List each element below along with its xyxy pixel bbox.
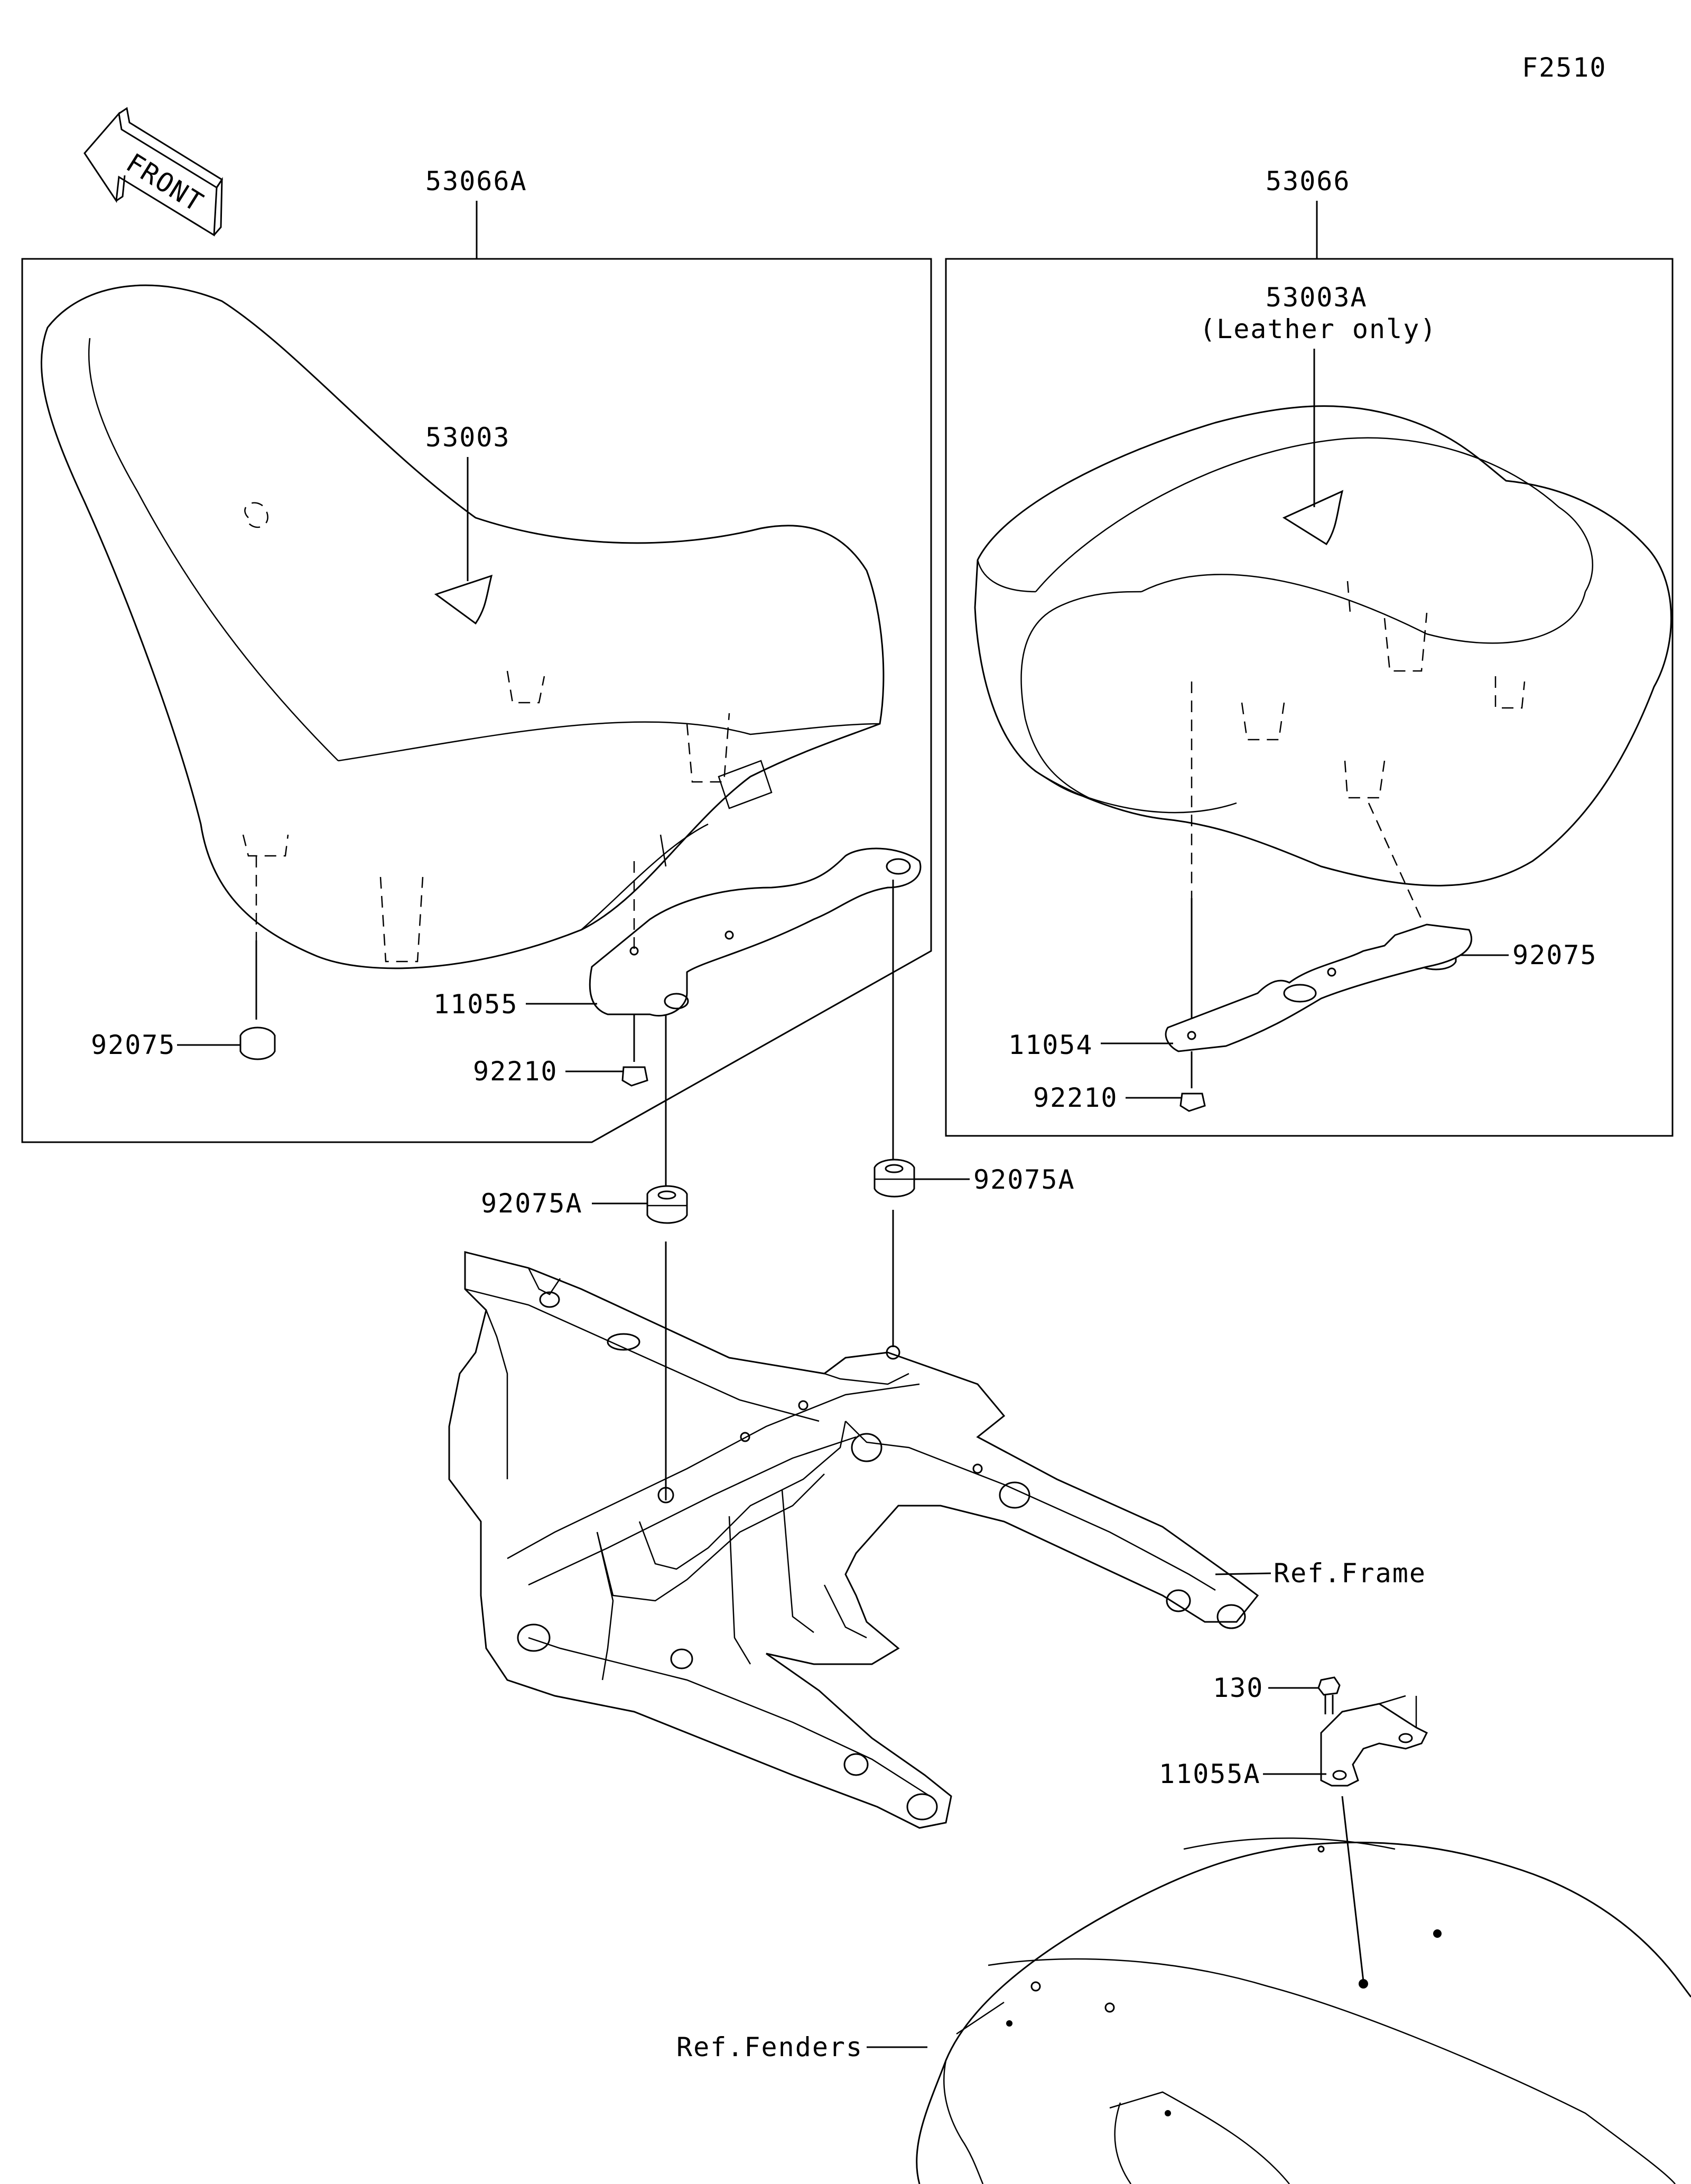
front-arrow-text: FRONT xyxy=(121,147,209,218)
bolt-130 xyxy=(1317,1676,1341,1714)
label-53003A: 53003A xyxy=(1266,282,1368,313)
group-box-53066 xyxy=(945,258,1674,1137)
label-53066A: 53066A xyxy=(425,166,527,197)
label-92075A-right: 92075A xyxy=(973,1164,1075,1195)
front-arrow-icon: FRONT xyxy=(83,107,224,237)
label-130: 130 xyxy=(1213,1673,1263,1703)
label-53066: 53066 xyxy=(1266,166,1351,197)
label-92075A-left: 92075A xyxy=(481,1188,583,1219)
label-53003A-note: (Leather only) xyxy=(1200,314,1437,344)
label-ref-frame: Ref.Frame xyxy=(1274,1558,1426,1589)
label-ref-fenders: Ref.Fenders xyxy=(676,2032,863,2062)
label-92075-right: 92075 xyxy=(1512,940,1597,970)
bracket-11055 xyxy=(589,847,922,1017)
bracket-11054 xyxy=(1165,923,1473,1052)
label-11054: 11054 xyxy=(1008,1030,1093,1060)
nut-92210-left xyxy=(621,1066,648,1087)
nut-92210-right xyxy=(1179,1093,1206,1112)
bracket-11055A xyxy=(1320,1695,1428,1787)
label-92210-right: 92210 xyxy=(1033,1082,1118,1113)
seat-53066A xyxy=(40,284,885,969)
label-53003: 53003 xyxy=(425,422,510,453)
label-11055: 11055 xyxy=(433,989,518,1020)
group-box-53066A xyxy=(21,258,932,1143)
damper-92075A-left xyxy=(646,1185,688,1224)
rear-fender xyxy=(916,1837,1691,2184)
figure-code: F2510 xyxy=(1522,52,1607,83)
damper-92075-left xyxy=(239,1026,276,1060)
label-11055A: 11055A xyxy=(1159,1759,1261,1789)
label-92210-left: 92210 xyxy=(473,1056,558,1087)
seat-53066 xyxy=(974,405,1672,886)
label-92075-left: 92075 xyxy=(91,1030,176,1060)
frame xyxy=(448,1251,1259,1829)
damper-92075A-right xyxy=(874,1159,915,1198)
